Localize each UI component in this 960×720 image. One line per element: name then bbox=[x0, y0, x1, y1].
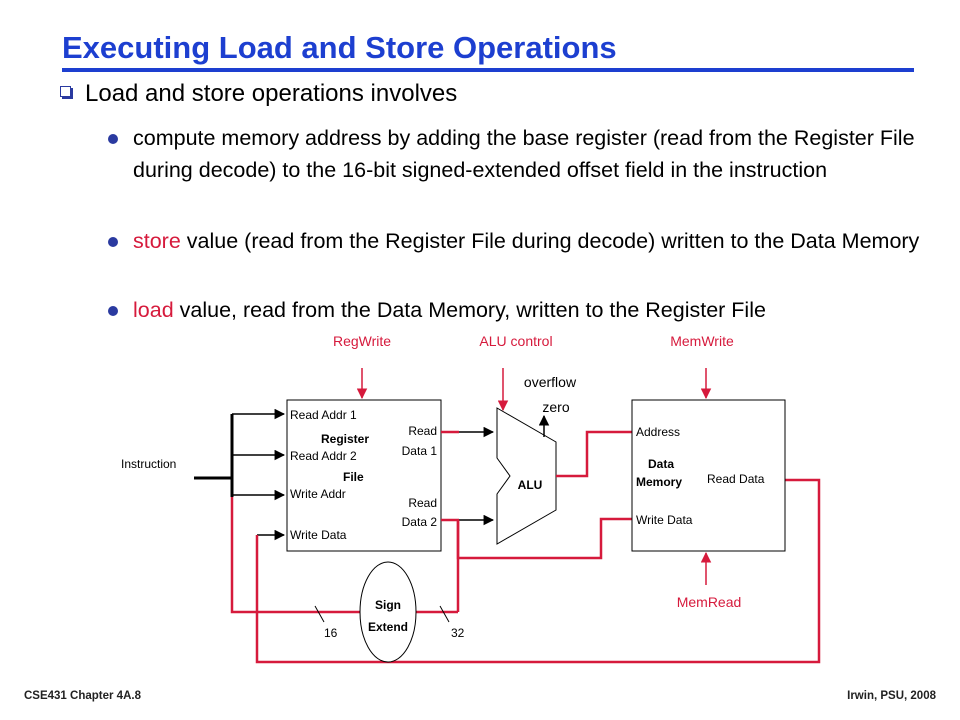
memread-label: MemRead bbox=[677, 594, 742, 610]
data-memory-name-2: Memory bbox=[636, 475, 682, 489]
footer-right: Irwin, PSU, 2008 bbox=[847, 690, 936, 702]
square-bullet-icon bbox=[60, 86, 71, 98]
zero-label: zero bbox=[542, 399, 569, 415]
data-memory-block bbox=[631, 399, 786, 552]
alu-control-label: ALU control bbox=[479, 333, 552, 349]
alu-label: ALU bbox=[518, 478, 543, 492]
main-bullet-text: Load and store operations involves bbox=[85, 80, 458, 107]
sub-bullet-3-text: load value, read from the Data Memory, w… bbox=[133, 294, 923, 326]
register-file-name-1: Register bbox=[321, 432, 369, 446]
read-addr-2-label: Read Addr 2 bbox=[290, 449, 357, 463]
round-bullet-icon bbox=[108, 306, 118, 316]
round-bullet-icon bbox=[108, 134, 118, 144]
round-bullet-icon bbox=[108, 237, 118, 247]
width-16-tick bbox=[314, 605, 325, 623]
main-bullet: Load and store operations involves bbox=[60, 80, 457, 108]
store-keyword: store bbox=[133, 229, 181, 253]
alu-block bbox=[496, 407, 557, 545]
sign-extend-block bbox=[359, 561, 417, 663]
width-32-label: 32 bbox=[451, 626, 465, 640]
data-memory-name-1: Data bbox=[648, 457, 674, 471]
address-wire bbox=[556, 430, 632, 478]
width-32-tick bbox=[439, 605, 450, 623]
sub-bullet-3: load value, read from the Data Memory, w… bbox=[108, 294, 923, 326]
read-data-label: Read Data bbox=[707, 472, 765, 486]
width-16-label: 16 bbox=[324, 626, 338, 640]
address-label: Address bbox=[636, 425, 680, 439]
read-data-1-label-a: Read bbox=[408, 424, 437, 438]
sub-bullet-3-rest: value, read from the Data Memory, writte… bbox=[173, 298, 766, 322]
register-file-name-2: File bbox=[343, 470, 364, 484]
sub-bullet-2-rest: value (read from the Register File durin… bbox=[180, 229, 920, 253]
sign-extend-name-1: Sign bbox=[375, 598, 401, 612]
register-file-block bbox=[286, 399, 442, 552]
memwrite-label: MemWrite bbox=[670, 333, 734, 349]
load-keyword: load bbox=[133, 298, 174, 322]
read-data-2-label-a: Read bbox=[408, 496, 437, 510]
load-writeback-wire bbox=[255, 478, 821, 664]
rf-write-data-label: Write Data bbox=[290, 528, 347, 542]
overflow-label: overflow bbox=[524, 374, 577, 390]
read-data-1-label-b: Data 1 bbox=[402, 444, 438, 458]
sub-bullet-2-text: store value (read from the Register File… bbox=[133, 225, 923, 257]
regwrite-label: RegWrite bbox=[333, 333, 391, 349]
slide-title: Executing Load and Store Operations bbox=[62, 30, 617, 65]
read-addr-1-label: Read Addr 1 bbox=[290, 408, 357, 422]
sub-bullet-2: store value (read from the Register File… bbox=[108, 225, 923, 257]
title-underline bbox=[62, 68, 914, 72]
store-data-wire bbox=[456, 517, 632, 560]
read-data-2-label-b: Data 2 bbox=[402, 515, 438, 529]
instruction-label: Instruction bbox=[121, 457, 176, 471]
sub-bullet-1: compute memory address by adding the bas… bbox=[108, 122, 923, 186]
mem-write-data-label: Write Data bbox=[636, 513, 693, 527]
sub-bullet-1-text: compute memory address by adding the bas… bbox=[133, 126, 915, 182]
write-addr-label: Write Addr bbox=[290, 487, 346, 501]
sign-extend-name-2: Extend bbox=[368, 620, 408, 634]
footer-left: CSE431 Chapter 4A.8 bbox=[24, 690, 141, 702]
